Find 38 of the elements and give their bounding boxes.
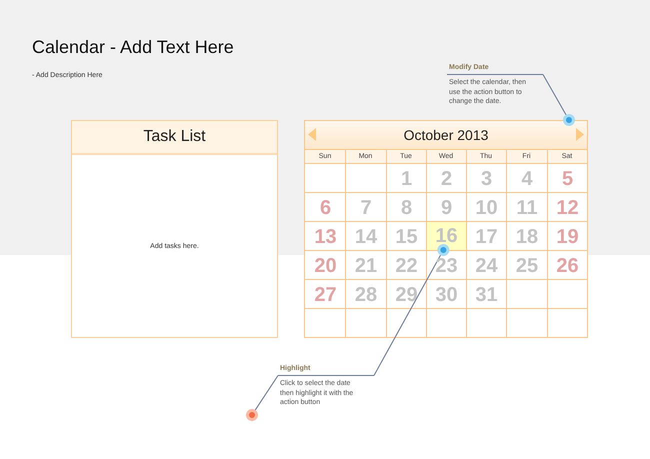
date-number: 12 — [556, 198, 579, 218]
date-number: 24 — [475, 256, 498, 276]
leader-line — [246, 375, 278, 421]
date-number: 4 — [521, 168, 533, 188]
leader-line — [542, 74, 575, 126]
leader-line — [374, 244, 450, 376]
date-number: 22 — [395, 256, 418, 276]
date-number: 13 — [314, 226, 337, 246]
date-number: 21 — [354, 256, 378, 276]
date-number: 20 — [314, 256, 337, 276]
date-number: 10 — [475, 198, 498, 218]
date-number: 5 — [562, 168, 574, 188]
diagram-title: Calendar - Add Text Here — [32, 36, 234, 58]
date-number: 3 — [480, 168, 492, 188]
date-number: 7 — [360, 198, 372, 218]
date-number: 23 — [435, 256, 458, 276]
date-number: 6 — [320, 198, 332, 218]
date-number: 15 — [395, 226, 418, 246]
date-number: 2 — [440, 168, 452, 188]
month-title: October 2013 — [404, 127, 488, 143]
panel-header: Task List — [72, 121, 277, 155]
list-panel — [71, 120, 278, 338]
date-number: 11 — [516, 198, 538, 218]
date-number: 27 — [314, 284, 337, 304]
date-number: 25 — [516, 256, 538, 276]
date-number: 29 — [395, 284, 418, 304]
date-number: 30 — [435, 284, 458, 304]
date-number: 19 — [556, 226, 579, 246]
date-number: 8 — [400, 198, 412, 218]
date-number: 28 — [354, 284, 378, 304]
date-number: 1 — [400, 168, 412, 188]
date-number: 9 — [440, 198, 452, 218]
date-number: 17 — [475, 226, 498, 246]
date-number: 14 — [354, 226, 378, 246]
highlighted-date: 16 — [427, 222, 466, 250]
date-number: 26 — [556, 256, 579, 276]
date-number: 18 — [516, 226, 538, 246]
date-number: 31 — [475, 284, 498, 304]
